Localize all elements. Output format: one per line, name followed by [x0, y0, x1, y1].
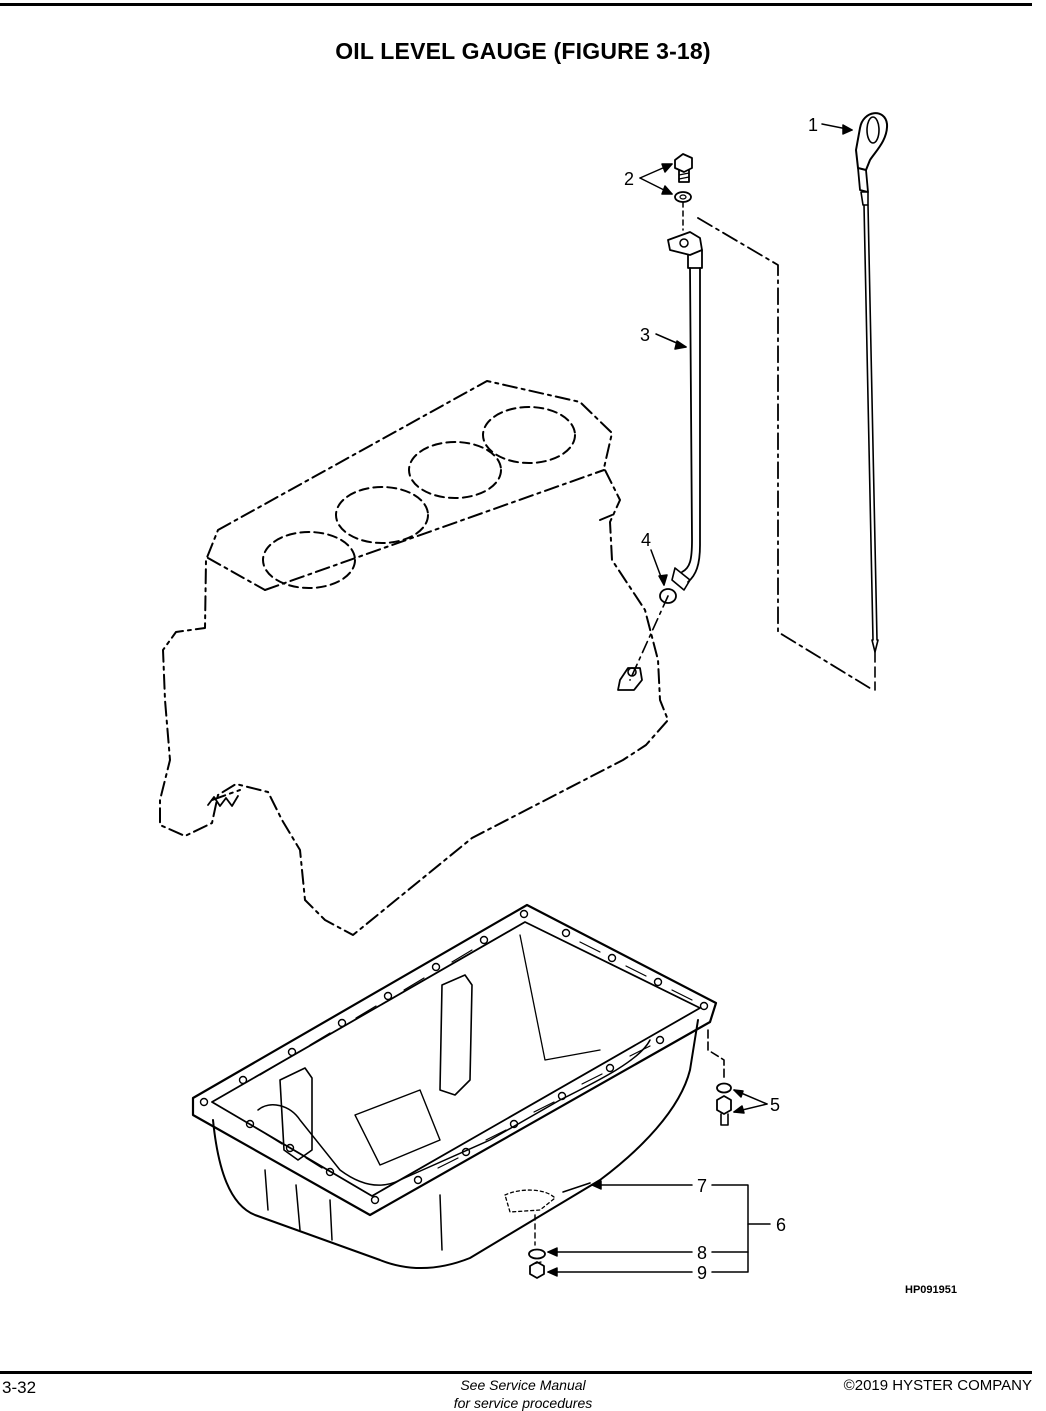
callout-labels: 1 2 3 4 5 6 7 8 9 [624, 115, 818, 1283]
callout-9: 9 [697, 1263, 707, 1283]
drain-washer-and-plug [528, 1248, 546, 1279]
leader-lines [547, 123, 853, 1277]
guide-tube [667, 231, 703, 591]
pan-bolt-and-washer [716, 1082, 732, 1126]
callout-6: 6 [776, 1215, 786, 1235]
alignment-line-tube [629, 595, 669, 681]
flange-bolt-holes [199, 909, 709, 1205]
callout-4: 4 [641, 530, 651, 550]
flange-slots [259, 941, 693, 1193]
o-ring [659, 588, 677, 604]
callout-3: 3 [640, 325, 650, 345]
copyright: ©2019 HYSTER COMPANY [843, 1377, 1032, 1394]
page-number: 3-32 [2, 1378, 37, 1397]
oil-pan [191, 903, 718, 1269]
footer-note-sub: for service procedures [453, 1395, 593, 1411]
bottom-rule [0, 1371, 1032, 1374]
callout-1: 1 [808, 115, 818, 135]
callout-8: 8 [697, 1243, 707, 1263]
top-rule [0, 3, 1032, 6]
callout-5: 5 [770, 1095, 780, 1115]
callout-2: 2 [624, 169, 634, 189]
callout-7: 7 [697, 1176, 707, 1196]
engine-block-outline [159, 380, 669, 936]
alignment-line-dipstick [697, 217, 874, 691]
block-edge-detail [207, 795, 239, 807]
dipstick [855, 112, 889, 691]
alignment-line-pan-bolt [707, 1029, 725, 1079]
cylinder-bores [262, 406, 576, 589]
footer-note-main: See Service Manual [460, 1377, 586, 1393]
page-title: OIL LEVEL GAUGE (FIGURE 3-18) [335, 38, 711, 64]
figure-reference-code: HP091951 [905, 1284, 957, 1296]
gauge-port [617, 667, 643, 691]
bolt-and-washer [674, 153, 693, 231]
